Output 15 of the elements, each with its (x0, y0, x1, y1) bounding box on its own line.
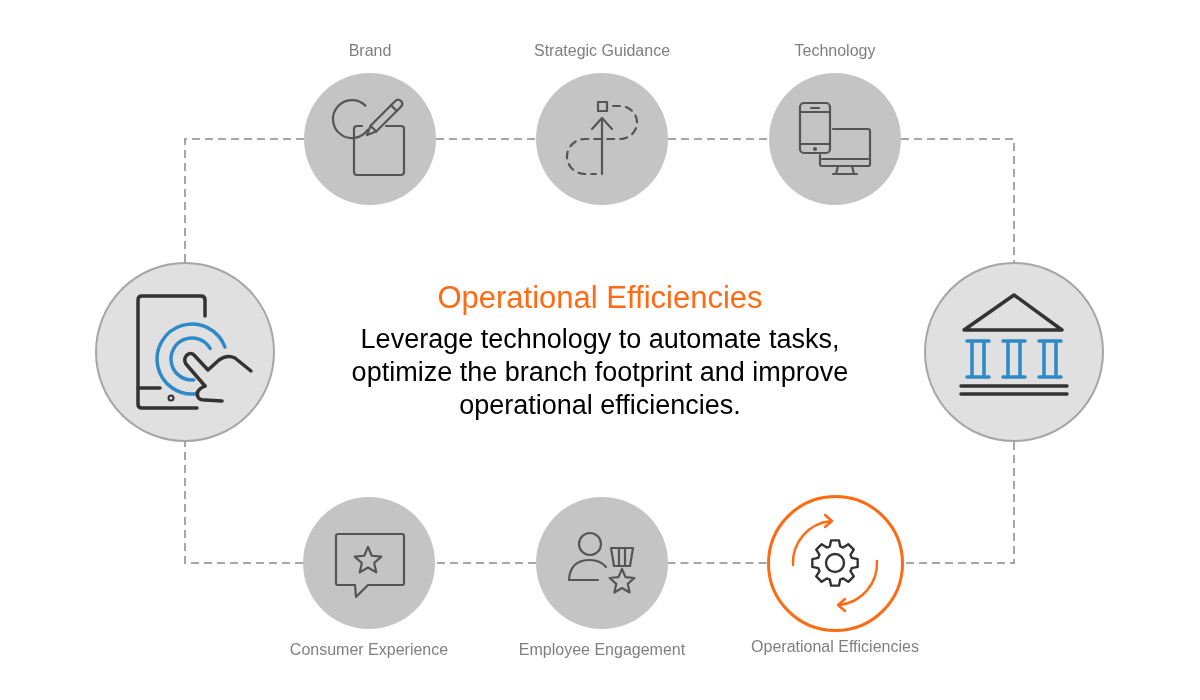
category-label: Employee Engagement (518, 641, 686, 659)
dashed-connector (184, 441, 304, 564)
category-label: Operational Efficiencies (751, 637, 919, 656)
category-label: Strategic Guidance (533, 42, 671, 60)
category-label: Brand (348, 42, 392, 60)
dashed-connector (667, 138, 770, 140)
description-text: Leverage technology to automate tasks, optimize the branch footprint and improve operational efficiencies. (350, 323, 850, 422)
category-label: Technology (794, 42, 876, 60)
dashed-connector (667, 562, 768, 564)
section-heading: Operational Efficiencies (436, 280, 764, 316)
dashed-connector (184, 138, 305, 263)
dashed-connector (435, 138, 537, 140)
dashed-connector (900, 138, 1015, 263)
category-label: Consumer Experience (289, 641, 449, 659)
dashed-connector (434, 562, 537, 564)
